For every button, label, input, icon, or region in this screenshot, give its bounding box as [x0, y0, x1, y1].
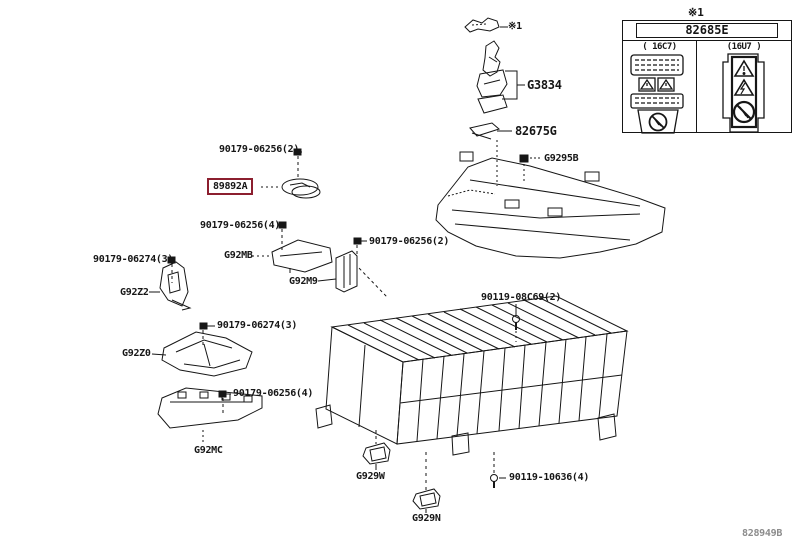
g92mb-part	[252, 239, 333, 273]
g92z2-part	[149, 261, 192, 311]
part-label-90179-06256-4-a[interactable]: 90179-06256(4)	[200, 220, 281, 231]
g92m9-part	[317, 250, 358, 293]
part-label-g92z0[interactable]: G92Z0	[122, 348, 151, 359]
part-label-g3834[interactable]: G3834	[527, 78, 562, 92]
82675g-part	[469, 122, 512, 186]
ref-label-top: ※1	[508, 21, 522, 32]
part-label-82675g[interactable]: 82675G	[515, 124, 557, 138]
part-label-90179-06274-3-a[interactable]: 90179-06274(3)	[93, 254, 174, 265]
selected-part-label-89892a[interactable]: 89892A	[207, 178, 254, 195]
cover-frame-part	[435, 151, 666, 259]
g92z0-part	[151, 331, 253, 377]
legend-cells: ( 16C7) (16U7	[623, 40, 791, 134]
bolt-icon	[490, 315, 520, 488]
legend-cell-16c7: ( 16C7)	[623, 41, 697, 134]
battery-pack-part	[315, 295, 629, 456]
part-label-90119-10636-4[interactable]: 90119-10636(4)	[509, 472, 590, 483]
nut-icon	[167, 148, 362, 398]
leader-lines	[168, 151, 517, 479]
legend-cell-16u7: (16U7 )	[697, 41, 791, 133]
part-label-g92m9[interactable]: G92M9	[289, 276, 318, 287]
legend-ref-label: ※1	[688, 6, 704, 19]
ref-pointer-shape	[464, 17, 508, 33]
part-label-90179-06256-2-top[interactable]: 90179-06256(2)	[219, 144, 300, 155]
g9295b-nut	[519, 154, 541, 182]
part-label-g92mb[interactable]: G92MB	[224, 250, 253, 261]
part-label-90179-06256-2-mid[interactable]: 90179-06256(2)	[369, 236, 450, 247]
legend-title: 82685E	[636, 23, 778, 38]
g929w-part	[362, 430, 391, 470]
part-label-90179-06256-4-b[interactable]: 90179-06256(4)	[233, 388, 314, 399]
drawing-code: 828949B	[742, 528, 783, 539]
caution-label-graphic	[630, 54, 685, 134]
legend-box: 82685E ( 16C7)	[622, 20, 792, 134]
g929n-part	[412, 452, 441, 513]
part-label-90119-08c69-2[interactable]: 90119-08C69(2)	[481, 292, 562, 303]
part-label-g9295b[interactable]: G9295B	[544, 153, 579, 164]
part-label-g92z2[interactable]: G92Z2	[120, 287, 149, 298]
high-voltage-warning-label-graphic	[722, 53, 765, 133]
part-label-g92mc[interactable]: G92MC	[194, 445, 223, 456]
part-label-g929w[interactable]: G929W	[356, 471, 385, 482]
legend-cell-16u7-label: (16U7 )	[726, 42, 762, 52]
part-label-90179-06274-3-b[interactable]: 90179-06274(3)	[217, 320, 298, 331]
g3834-part	[476, 40, 525, 114]
89892a-sensor-part	[261, 178, 321, 199]
legend-cell-16c7-label: ( 16C7)	[642, 42, 677, 52]
part-label-g929n[interactable]: G929N	[412, 513, 441, 524]
